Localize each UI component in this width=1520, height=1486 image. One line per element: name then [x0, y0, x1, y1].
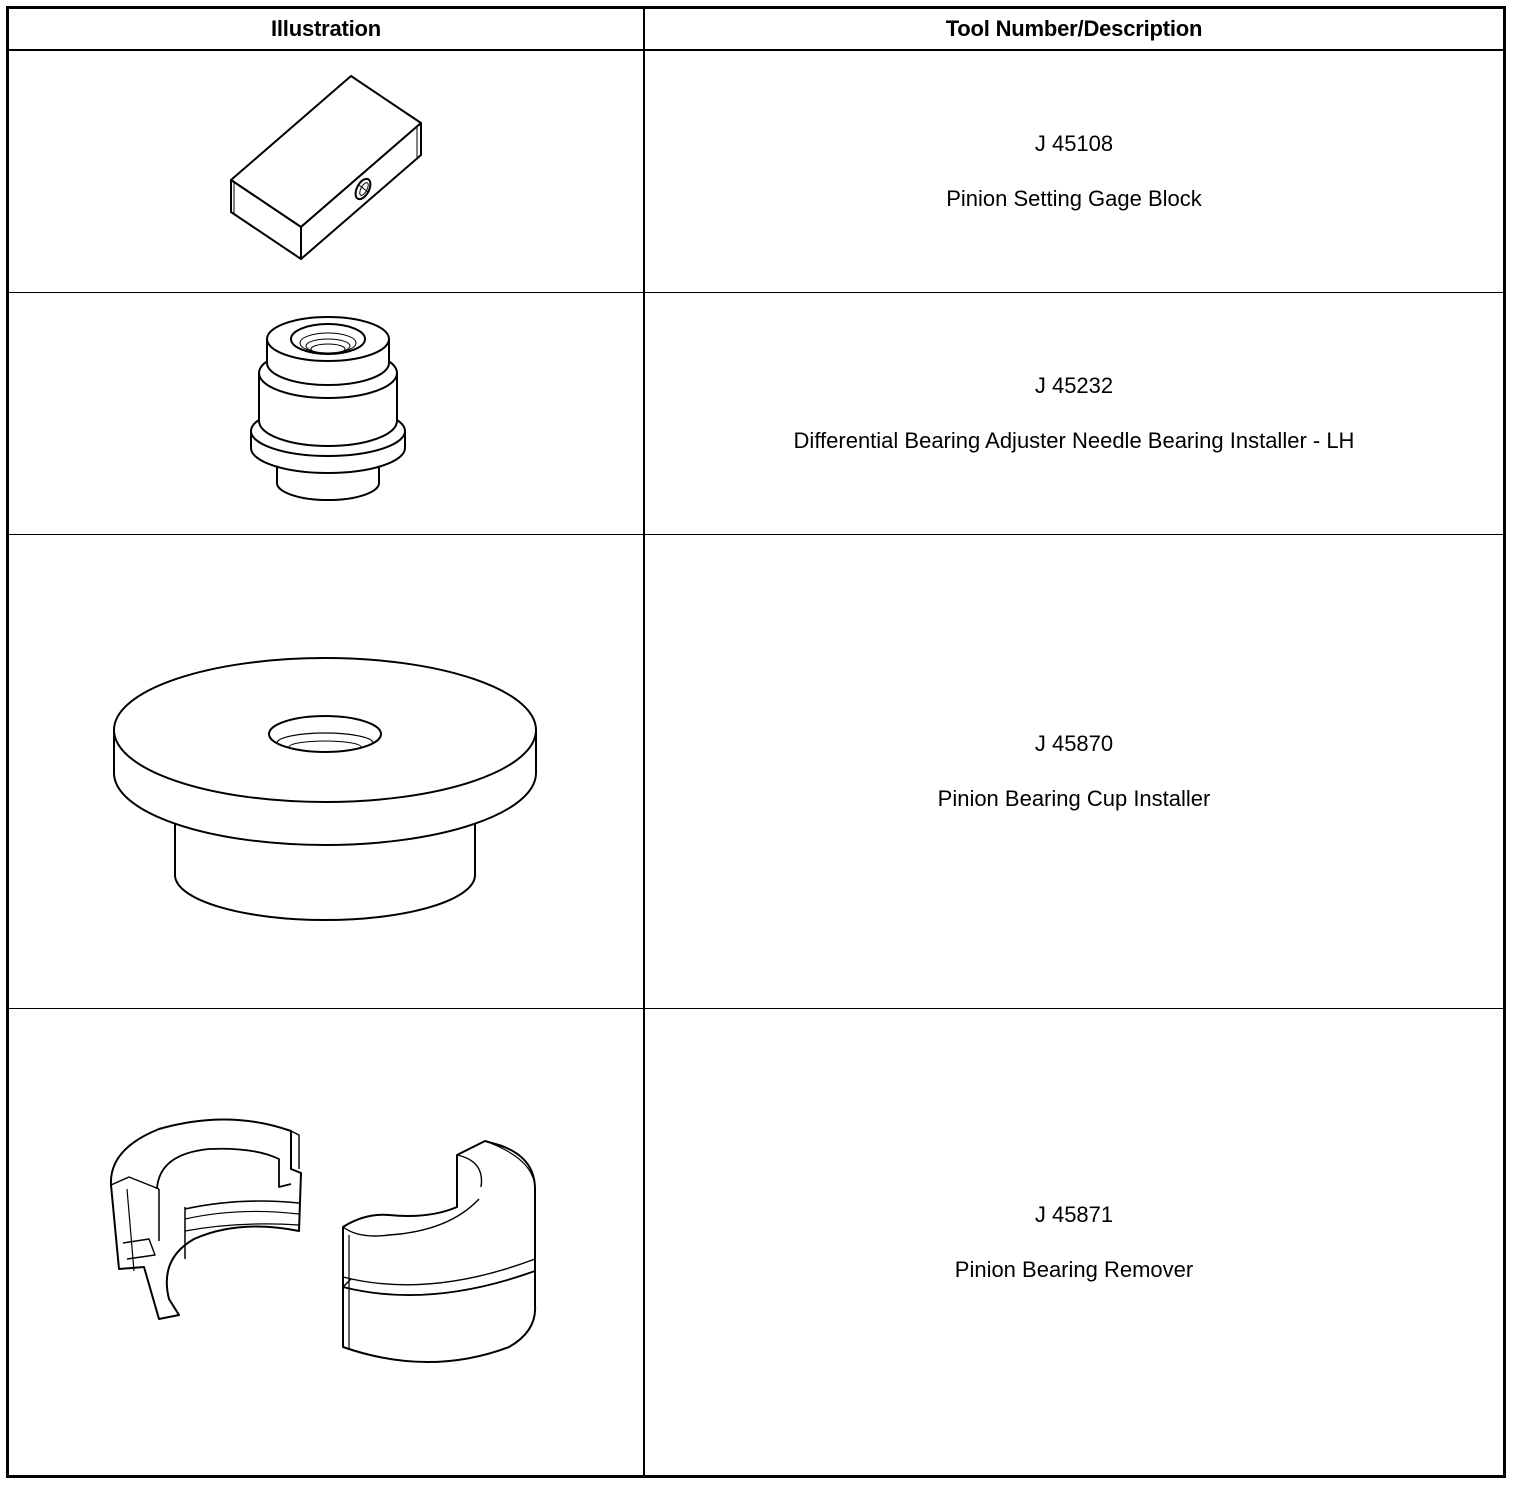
- tool-description: Differential Bearing Adjuster Needle Bea…: [793, 428, 1355, 453]
- gage-block-icon: [9, 51, 643, 292]
- illustration-cell: [9, 1009, 643, 1475]
- tool-table: Illustration Tool Number/Description: [6, 6, 1506, 1478]
- table-row: J 45870 Pinion Bearing Cup Installer: [9, 535, 1503, 1009]
- tool-number: J 45108: [1034, 131, 1114, 156]
- tool-number: J 45870: [1034, 731, 1114, 756]
- header-tool-number-description: Tool Number/Description: [945, 16, 1203, 41]
- illustration-cell: [9, 535, 643, 1008]
- tool-number: J 45871: [1034, 1201, 1114, 1227]
- tool-number: J 45232: [1034, 373, 1114, 398]
- tool-description: Pinion Bearing Cup Installer: [937, 786, 1211, 811]
- description-cell: J 45108 Pinion Setting Gage Block: [645, 51, 1503, 292]
- description-cell: J 45871 Pinion Bearing Remover: [645, 1009, 1503, 1475]
- description-cell: J 45232 Differential Bearing Adjuster Ne…: [645, 293, 1503, 534]
- description-cell: J 45870 Pinion Bearing Cup Installer: [645, 535, 1503, 1008]
- tool-description: Pinion Bearing Remover: [954, 1256, 1194, 1282]
- table-row: J 45108 Pinion Setting Gage Block: [9, 51, 1503, 293]
- header-illustration: Illustration: [270, 16, 382, 41]
- table-header-row: Illustration Tool Number/Description: [9, 9, 1503, 51]
- table-row: J 45871 Pinion Bearing Remover: [9, 1009, 1503, 1475]
- table-row: J 45232 Differential Bearing Adjuster Ne…: [9, 293, 1503, 535]
- illustration-cell: [9, 293, 643, 534]
- needle-bearing-installer-icon: [9, 293, 643, 534]
- tool-description: Pinion Setting Gage Block: [946, 186, 1202, 211]
- bearing-cup-installer-icon: [9, 535, 643, 1008]
- illustration-cell: [9, 51, 643, 292]
- column-divider: [643, 9, 645, 1475]
- bearing-remover-icon: [9, 1009, 643, 1475]
